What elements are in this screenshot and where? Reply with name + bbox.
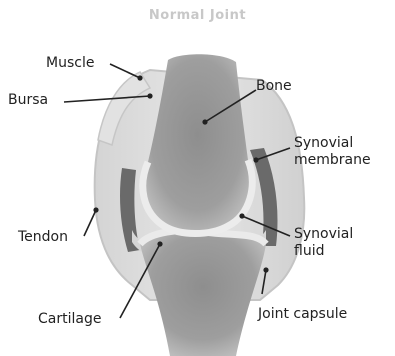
bursa-dot [147,93,152,98]
diagram-title: Normal Joint [0,8,395,23]
muscle-label: Muscle [46,55,94,72]
synovial-membrane-label-line1: Synovial [294,135,353,152]
synovial-fluid-label-line1: Synovial [294,226,353,243]
muscle-dot [137,75,142,80]
muscle-leader [110,64,140,78]
cartilage-dot [157,241,162,246]
synovial-fluid-dot [239,213,244,218]
joint-capsule-label: Joint capsule [258,306,347,323]
tendon-leader [84,210,96,236]
tendon-label: Tendon [18,229,68,246]
bone-dot [202,119,207,124]
synovial-membrane-label-line2: membrane [294,152,371,169]
lower-bone [140,231,266,356]
cartilage-label: Cartilage [38,311,101,328]
bone-label: Bone [256,78,292,95]
joint-capsule-dot [263,267,268,272]
synovial-membrane-dot [253,157,258,162]
tendon-dot [93,207,98,212]
synovial-fluid-label-line2: fluid [294,243,324,260]
bursa-label: Bursa [8,92,48,109]
